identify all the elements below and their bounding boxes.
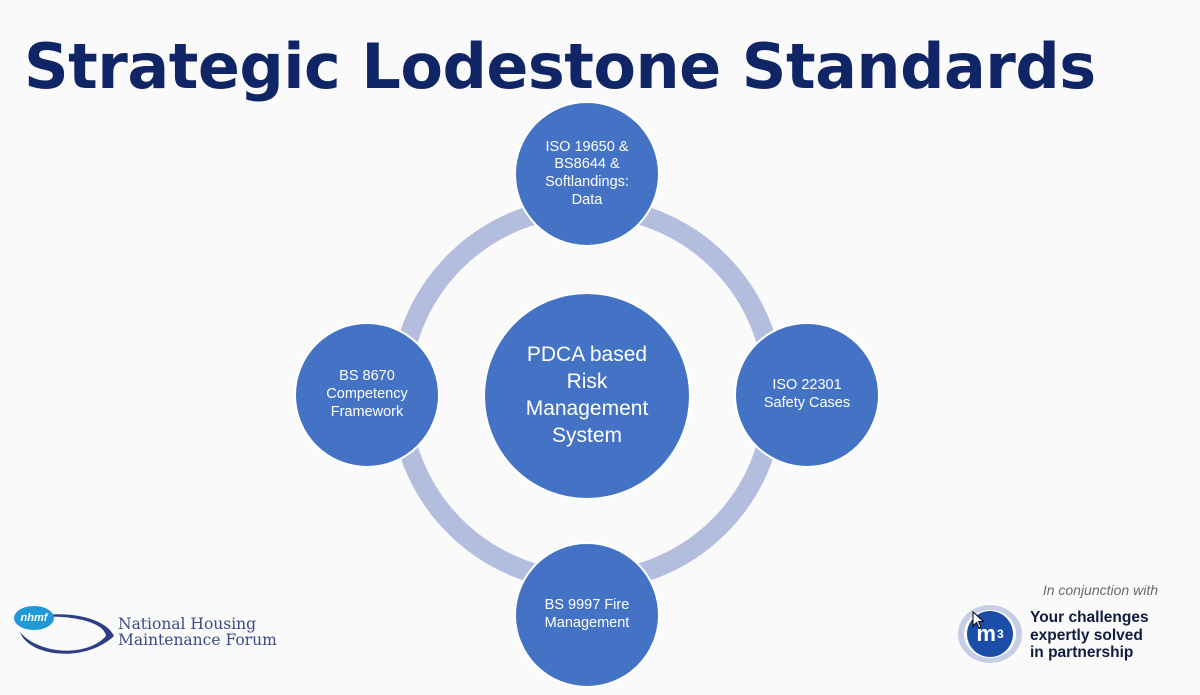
center-label: PDCA based Risk Management System	[525, 343, 649, 447]
mouse-cursor-icon	[972, 611, 985, 629]
m3-superscript: 3	[996, 627, 1004, 641]
node-safety-cases: ISO 22301 Safety Cases	[734, 322, 880, 468]
node-center-pdca: PDCA based Risk Management System	[483, 292, 691, 500]
node-data-standards: ISO 19650 & BS8644 & Softlandings: Data	[514, 101, 660, 247]
slide-title: Strategic Lodestone Standards	[24, 30, 1096, 103]
nhmf-name: National Housing Maintenance Forum	[118, 615, 277, 650]
node-fire-management: BS 9997 Fire Management	[514, 542, 660, 688]
node-label: ISO 22301 Safety Cases	[763, 377, 851, 411]
node-label: BS 8670 Competency Framework	[326, 368, 408, 420]
m3-tagline: Your challenges expertly solved in partn…	[1030, 609, 1149, 661]
node-label: BS 9997 Fire Management	[544, 597, 630, 631]
nhmf-badge: nhmf	[14, 606, 54, 630]
node-competency-framework: BS 8670 Competency Framework	[294, 322, 440, 468]
node-label: ISO 19650 & BS8644 & Softlandings: Data	[545, 138, 629, 208]
nhmf-logo: nhmf National Housing Maintenance Forum	[14, 606, 284, 666]
conjunction-text: In conjunction with	[1042, 582, 1158, 598]
